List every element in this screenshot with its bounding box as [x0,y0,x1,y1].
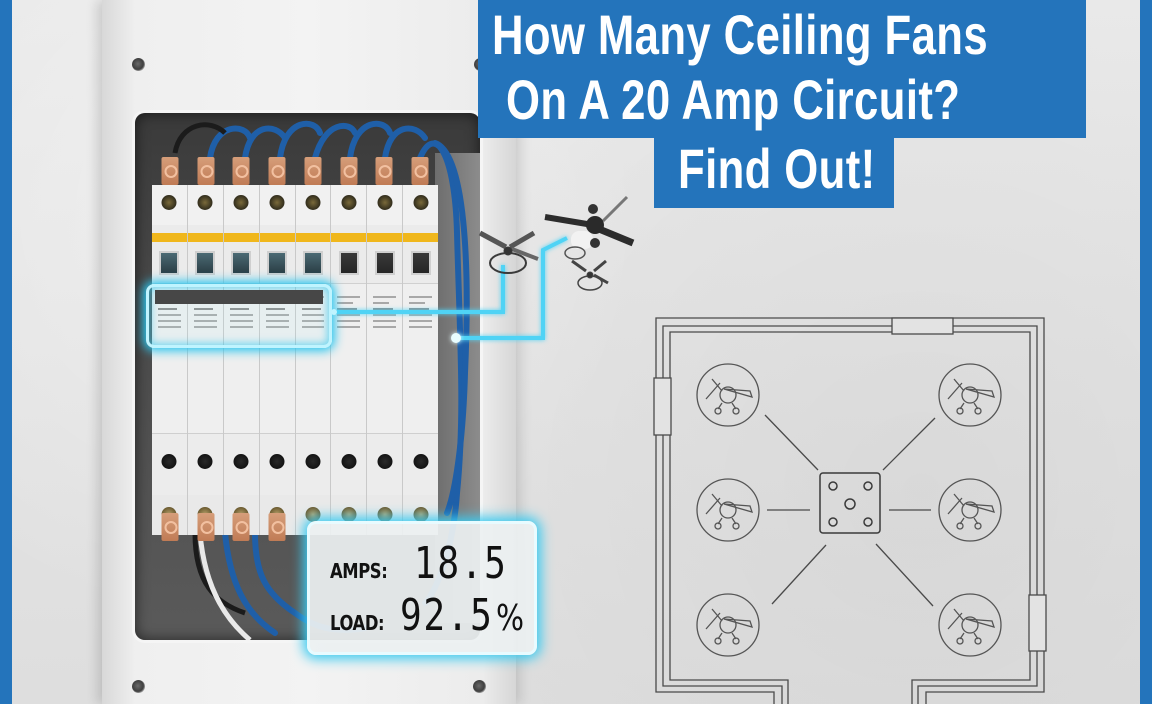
breaker-toggle[interactable] [267,251,288,275]
breaker-toggle[interactable] [302,251,323,275]
circuit-breaker[interactable] [187,185,224,495]
breaker-toggle[interactable] [159,251,180,275]
breaker-toggle[interactable] [410,251,431,275]
amps-value: 18.5 [413,538,508,589]
breaker-toggle[interactable] [374,251,395,275]
load-unit: % [496,598,525,639]
load-value: 92.5 [400,590,494,641]
load-reading: LOAD: 92.5 % [330,590,530,641]
title-background [478,0,1086,138]
wiring [172,120,470,640]
room-floorplan [653,317,1047,704]
screw-icon [132,680,145,693]
screw-icon [132,58,145,71]
breaker-toggle[interactable] [338,251,359,275]
circuit-breaker[interactable] [403,185,438,495]
frame-border-left [0,0,12,704]
lower-lugs [152,513,438,543]
title-background [654,138,894,208]
circuit-breaker[interactable] [367,185,404,495]
breaker-toggle[interactable] [231,251,252,275]
frame-border-right [1140,0,1152,704]
load-label: LOAD: [330,611,385,635]
circuit-breaker[interactable] [223,185,260,495]
upper-lugs [152,157,438,187]
title-line-2: On A 20 Amp Circuit? [506,68,961,131]
amp-load-meter: AMPS: 18.5 LOAD: 92.5 % [307,521,537,655]
circuit-breaker[interactable] [259,185,296,495]
screw-icon [473,680,486,693]
breaker-toggle[interactable] [195,251,216,275]
amps-reading: AMPS: 18.5 [330,538,528,589]
circuit-breaker[interactable] [152,185,188,495]
amps-label: AMPS: [330,559,388,583]
busbar-cover [155,290,323,304]
junction-box-icon [819,472,881,534]
ceiling-fan-icon [478,195,635,291]
title-line-1: How Many Ceiling Fans [492,3,989,66]
circuit-breaker[interactable] [331,185,368,495]
title-line-3: Find Out! [678,137,876,200]
ceiling-fan-symbol-icon [696,363,1002,657]
highlighted-breaker-group [146,284,332,348]
